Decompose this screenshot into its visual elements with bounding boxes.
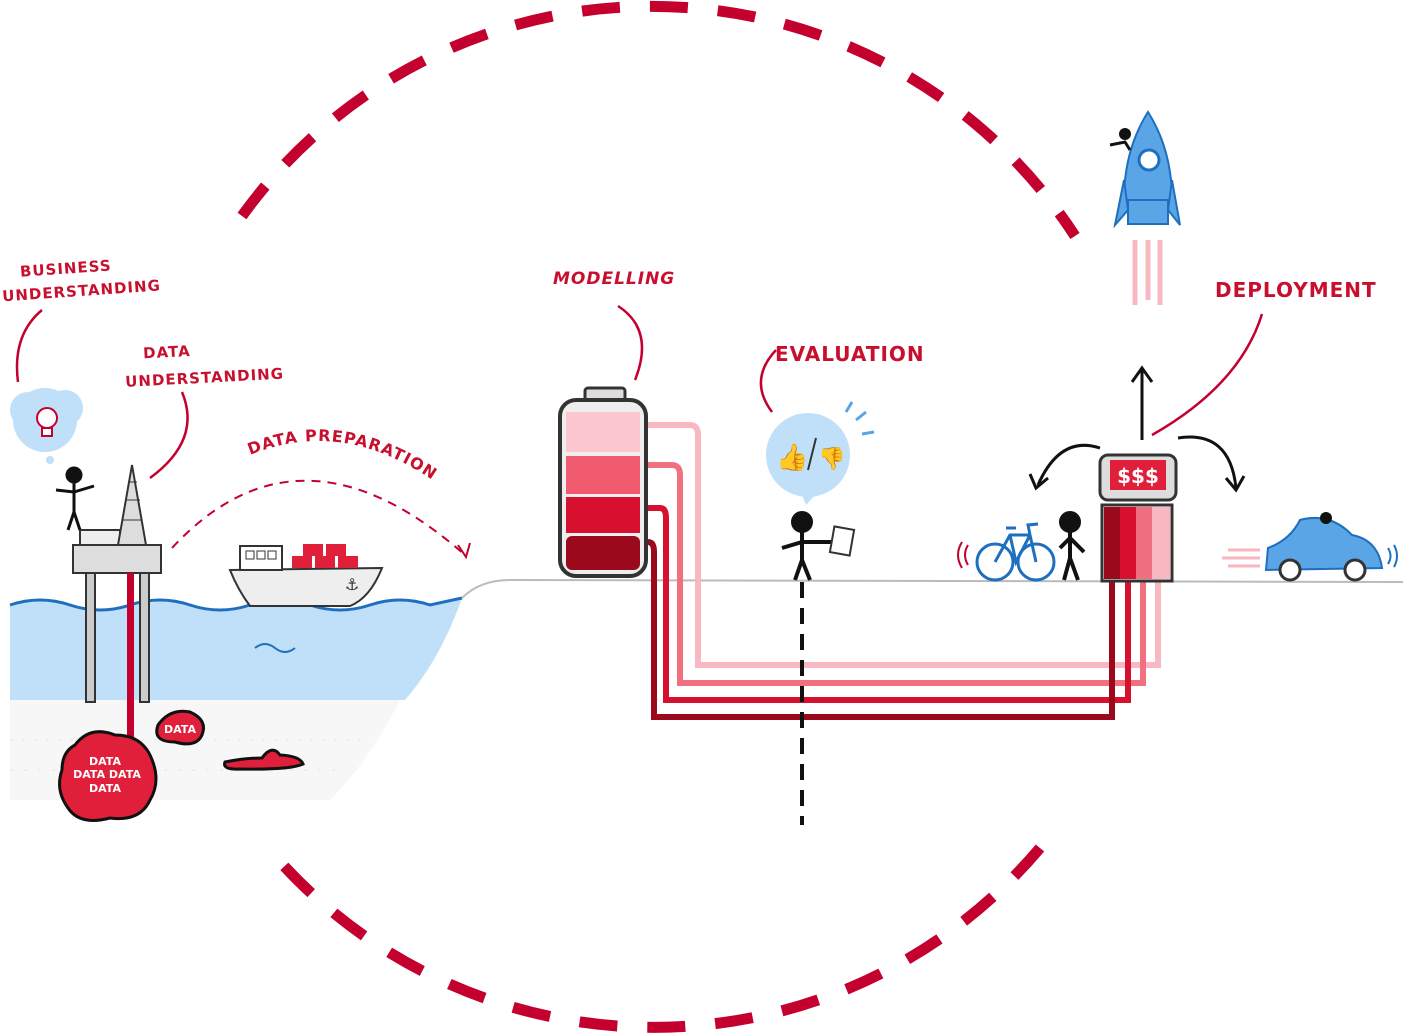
blob-text: DATA: [89, 782, 121, 795]
model-pipes: [640, 422, 1161, 720]
ship-icon: ⚓: [228, 544, 384, 607]
cycle-arc-top: [237, 0, 1080, 240]
blob-text: DATA DATA: [73, 768, 141, 781]
deployment-pump: $$$: [1098, 453, 1178, 583]
deployment-arrows: [1028, 365, 1246, 493]
clipboard-icon: [828, 525, 856, 557]
cycle-arc-bottom: [279, 844, 1045, 1033]
label-modelling: MODELLING: [553, 269, 675, 289]
car-icon: [1222, 512, 1398, 582]
svg-text:👎: 👎: [818, 446, 845, 472]
label-business-understanding: UNDERSTANDING: [2, 276, 162, 305]
person-icon: [55, 466, 95, 531]
svg-text:DATA: DATA: [164, 723, 196, 736]
person-icon: [781, 511, 832, 581]
label-data-understanding: DATA: [143, 342, 191, 362]
lightbulb-icon: [10, 388, 83, 464]
data-puddle: [223, 748, 305, 771]
data-blob-small: DATA: [155, 709, 205, 746]
battery-icon: [558, 386, 648, 578]
anchor-icon: ⚓: [345, 575, 359, 594]
sea: [9, 596, 463, 700]
label-evaluation: EVALUATION: [775, 342, 925, 366]
bicycle-icon: [957, 522, 1056, 582]
data-preparation-arrow: [171, 479, 466, 556]
label-data-preparation: DATA PREPARATION: [245, 426, 441, 484]
deployment-sign: $$$: [1117, 464, 1159, 488]
data-blob-large: DATA DATA DATA DATA: [58, 730, 158, 822]
person-icon: [1058, 511, 1086, 581]
oil-rig-icon: [72, 464, 162, 743]
ground-line: [461, 578, 1403, 599]
label-business-understanding: BUSINESS: [19, 256, 112, 280]
rocket-icon: [1109, 110, 1181, 305]
thumbs-up-down-icon: 👍 👎: [766, 401, 875, 505]
label-data-understanding: UNDERSTANDING: [125, 365, 285, 391]
svg-text:👍: 👍: [776, 442, 808, 473]
blob-text: DATA: [89, 755, 121, 768]
label-deployment: DEPLOYMENT: [1215, 278, 1377, 302]
